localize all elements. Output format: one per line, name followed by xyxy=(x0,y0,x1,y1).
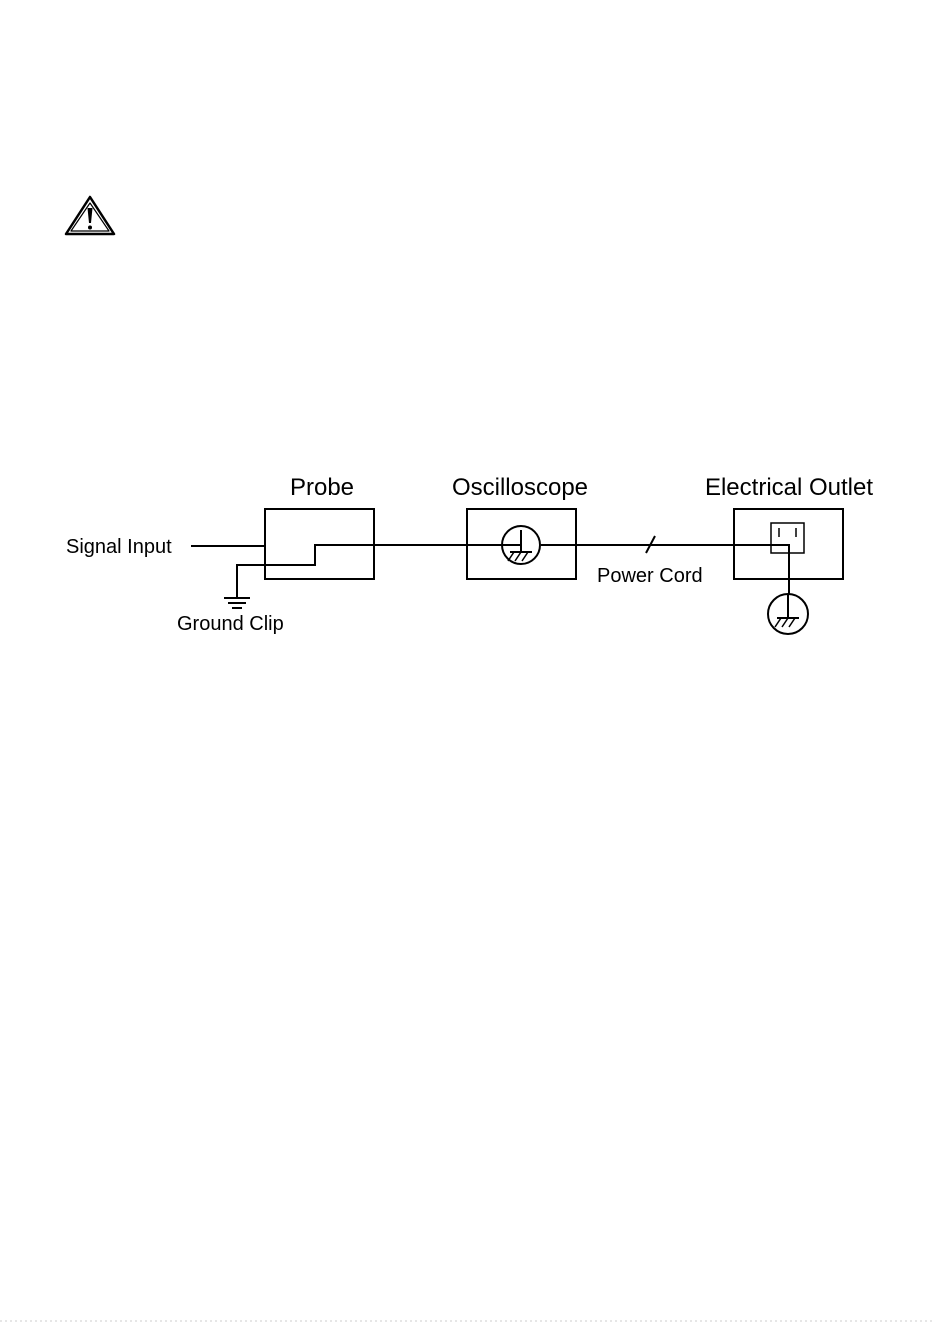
ground-clip-label: Ground Clip xyxy=(177,613,284,635)
power-cord-label: Power Cord xyxy=(597,565,703,587)
signal-input-label: Signal Input xyxy=(66,536,172,558)
ground-clip-symbol-icon xyxy=(224,598,250,608)
electrical-outlet-title: Electrical Outlet xyxy=(705,474,873,501)
chassis-ground-icon xyxy=(501,526,540,564)
warning-triangle-icon xyxy=(66,197,114,234)
outlet-socket-icon xyxy=(771,523,804,553)
probe-title: Probe xyxy=(290,474,354,501)
earth-ground-icon xyxy=(768,594,808,634)
oscilloscope-title: Oscilloscope xyxy=(452,474,588,501)
